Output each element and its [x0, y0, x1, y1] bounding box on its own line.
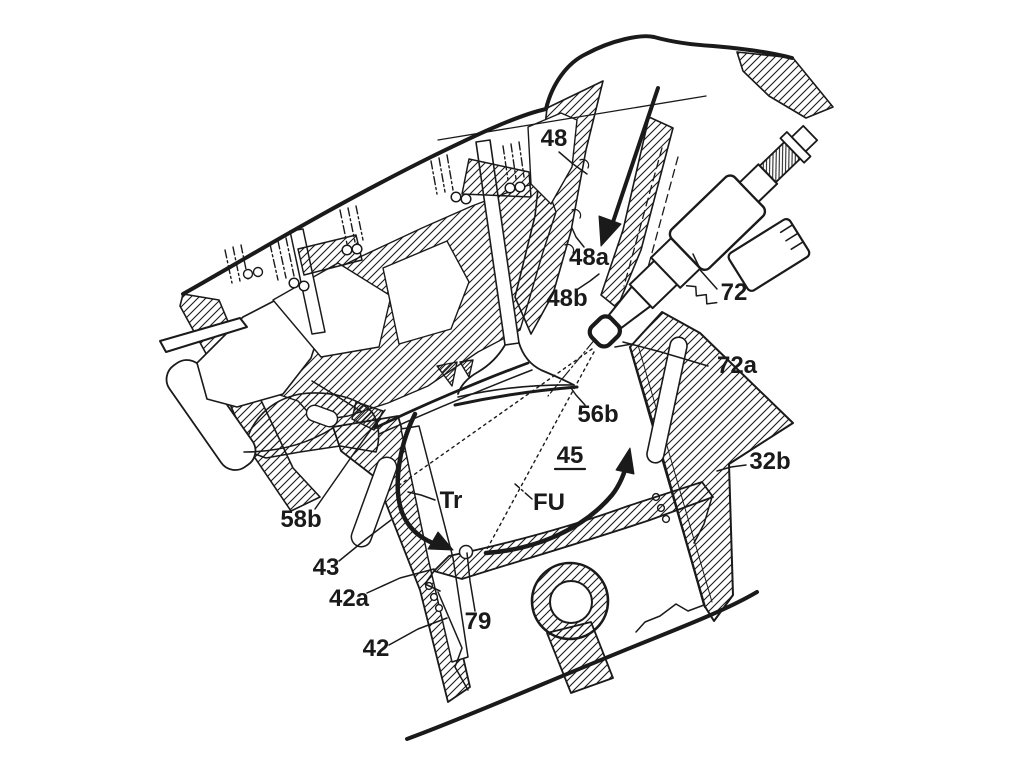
- label-FU: FU: [533, 489, 565, 516]
- intake-valve-springs: [430, 141, 525, 195]
- valve-spring-retainers: [288, 243, 363, 292]
- label-43: 43: [313, 554, 340, 581]
- tumble-arrow-right: [483, 447, 635, 556]
- leader-line-79: [466, 552, 476, 612]
- leader-line-58b: [314, 409, 386, 510]
- valve-spring-lines: [269, 205, 364, 281]
- fuel-spray-lines: [397, 348, 595, 550]
- intake-runner: [165, 112, 578, 471]
- leader-line-42a: [366, 568, 435, 594]
- leader-line-56b: [570, 387, 586, 406]
- leader-line-48b: [577, 273, 600, 290]
- head-bolt-slot: [646, 336, 688, 464]
- injector-boss: [736, 51, 834, 119]
- cylinder-bore-line: [628, 345, 707, 609]
- leader-line-Tr: [407, 491, 436, 501]
- leader-line-FU: [514, 483, 533, 500]
- leader-line-72a: [622, 341, 709, 367]
- leader-line-43: [338, 519, 392, 562]
- piston-crown: [433, 481, 714, 580]
- label-48b: 48b: [546, 285, 587, 312]
- label-56b: 56b: [577, 401, 618, 428]
- injector-tip: [587, 314, 623, 349]
- intake-valve-head: [453, 385, 579, 407]
- valve-assembly-neighbor: [159, 205, 364, 353]
- label-45: 45: [557, 442, 584, 469]
- label-42: 42: [363, 635, 390, 662]
- leader-line-32b: [716, 464, 747, 472]
- upper-break-line: [181, 34, 794, 296]
- intake-valve-assembly: [373, 139, 579, 435]
- fuel-injector: [547, 124, 819, 397]
- valve-seat-right: [459, 359, 474, 378]
- intake-flow-arrow: [598, 86, 660, 247]
- leader-line-48a: [571, 227, 585, 248]
- piston: [424, 481, 714, 694]
- lower-break-line: [405, 590, 759, 741]
- port-left-wall: [514, 80, 604, 335]
- intake-valve-retainers: [450, 181, 526, 205]
- piston-crown-bump: [458, 544, 474, 560]
- chamber-roof-left: [243, 427, 334, 453]
- label-72a: 72a: [717, 352, 758, 379]
- leader-line-42: [388, 617, 448, 646]
- label-72: 72: [721, 279, 748, 306]
- valve-seat-left: [436, 361, 458, 387]
- label-48a: 48a: [569, 244, 610, 271]
- label-42a: 42a: [329, 585, 370, 612]
- label-48: 48: [541, 125, 568, 152]
- tumble-arrow-left: [395, 411, 454, 551]
- injector-clip-zigzag: [685, 285, 718, 305]
- injector-connector: [727, 218, 811, 292]
- leader-line-72: [692, 253, 718, 290]
- label-32b: 32b: [749, 448, 790, 475]
- piston-pin-bore: [549, 580, 593, 624]
- head-cavity-3: [527, 112, 578, 205]
- label-Tr: Tr: [440, 487, 463, 514]
- cylinder-wall: [628, 311, 794, 622]
- head-cavity-2: [382, 240, 470, 345]
- neighbor-valve-head: [159, 317, 248, 353]
- port-floor-lip: [373, 361, 530, 430]
- label-79: 79: [465, 608, 492, 635]
- label-58b: 58b: [280, 506, 321, 533]
- leader-line-48: [558, 151, 588, 175]
